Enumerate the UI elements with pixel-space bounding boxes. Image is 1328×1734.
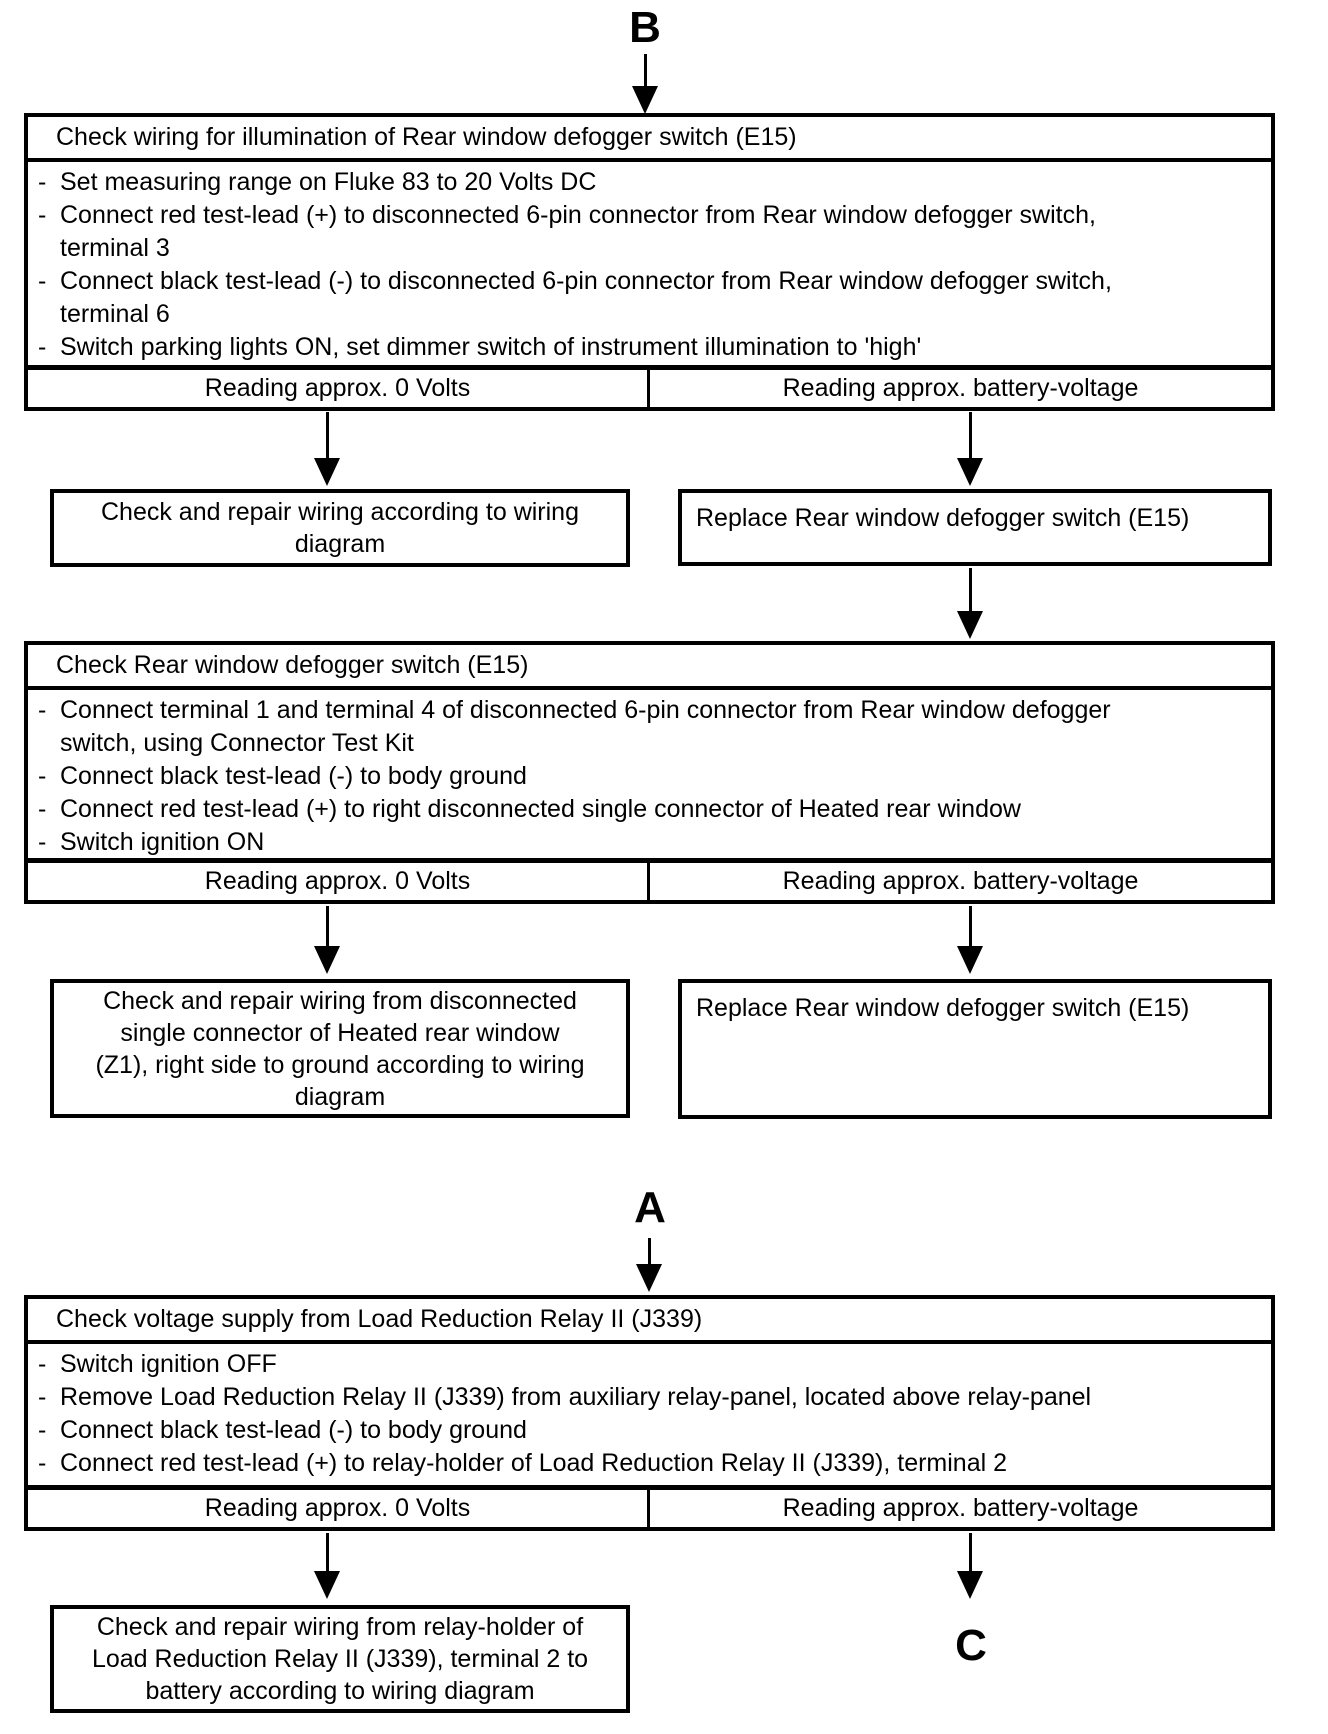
action-replace-defogger-switch-2: Replace Rear window defogger switch (E15…: [678, 979, 1272, 1119]
test-steps: - Set measuring range on Fluke 83 to 20 …: [28, 162, 1271, 365]
test-step: - Connect red test-lead (+) to right dis…: [38, 793, 1263, 826]
arrow-reading2-right-stem: [969, 906, 972, 948]
readings-row: Reading approx. 0 Volts Reading approx. …: [28, 858, 1271, 900]
readings-row: Reading approx. 0 Volts Reading approx. …: [28, 1485, 1271, 1527]
step-text: Connect red test-lead (+) to disconnecte…: [60, 201, 1096, 262]
bullet-marker: -: [38, 762, 47, 790]
arrow-reading3-right-stem: [969, 1533, 972, 1573]
reading-result-0-volts: Reading approx. 0 Volts: [28, 1490, 650, 1527]
arrow-reading1-left-stem: [326, 412, 329, 460]
test-block-illumination-wiring: Check wiring for illumination of Rear wi…: [24, 113, 1275, 411]
reading-result-battery-voltage: Reading approx. battery-voltage: [782, 1494, 1139, 1522]
test-step: - Remove Load Reduction Relay II (J339) …: [38, 1381, 1263, 1414]
arrow-reading1-right-head: [957, 458, 983, 486]
test-block-defogger-switch: Check Rear window defogger switch (E15) …: [24, 641, 1275, 904]
connector-a-label: A: [634, 1183, 666, 1232]
step-text: Connect red test-lead (+) to relay-holde…: [60, 1449, 1008, 1477]
test-step: - Connect terminal 1 and terminal 4 of d…: [38, 694, 1263, 760]
arrow-reading2-left-stem: [326, 906, 329, 948]
step-text: Switch ignition ON: [60, 828, 265, 856]
step-text: Connect red test-lead (+) to right disco…: [60, 795, 1021, 823]
step-text: Connect terminal 1 and terminal 4 of dis…: [60, 696, 1111, 757]
bullet-marker: -: [38, 828, 47, 856]
test-step: - Switch parking lights ON, set dimmer s…: [38, 331, 1263, 364]
test-step: - Switch ignition ON: [38, 826, 1263, 858]
step-text: Switch ignition OFF: [60, 1350, 277, 1378]
arrow-a-stem: [648, 1238, 651, 1266]
action-check-repair-relay-wiring: Check and repair wiring from relay-holde…: [50, 1605, 630, 1713]
bullet-marker: -: [38, 168, 47, 196]
action-replace-defogger-switch: Replace Rear window defogger switch (E15…: [678, 489, 1272, 566]
block-title: Check wiring for illumination of Rear wi…: [28, 117, 1271, 162]
arrow-reading3-left-stem: [326, 1533, 329, 1573]
step-text: Connect black test-lead (-) to disconnec…: [60, 267, 1112, 328]
bullet-marker: -: [38, 1383, 47, 1411]
block-title: Check Rear window defogger switch (E15): [28, 645, 1271, 690]
test-step: - Connect red test-lead (+) to relay-hol…: [38, 1447, 1263, 1480]
test-step: - Connect black test-lead (-) to disconn…: [38, 265, 1263, 331]
arrow-reading1-left-head: [314, 458, 340, 486]
test-step: - Connect black test-lead (-) to body gr…: [38, 760, 1263, 793]
arrow-reading2-right-head: [957, 946, 983, 974]
bullet-marker: -: [38, 1449, 47, 1477]
arrow-reading3-right-head: [957, 1571, 983, 1599]
step-text: Remove Load Reduction Relay II (J339) fr…: [60, 1383, 1092, 1411]
test-steps: - Switch ignition OFF - Remove Load Redu…: [28, 1344, 1271, 1485]
reading-result-0-volts: Reading approx. 0 Volts: [28, 370, 650, 407]
step-text: Switch parking lights ON, set dimmer swi…: [60, 333, 922, 361]
action-check-repair-heated-rear-window-wiring: Check and repair wiring from disconnecte…: [50, 979, 630, 1118]
test-step: - Connect red test-lead (+) to disconnec…: [38, 199, 1263, 265]
test-step: - Connect black test-lead (-) to body gr…: [38, 1414, 1263, 1447]
bullet-marker: -: [38, 1416, 47, 1444]
bullet-marker: -: [38, 1350, 47, 1378]
arrow-reading1-right-stem: [969, 412, 972, 460]
bullet-marker: -: [38, 267, 47, 295]
bullet-marker: -: [38, 201, 47, 229]
bullet-marker: -: [38, 333, 47, 361]
arrow-b-stem: [644, 54, 647, 90]
test-block-load-reduction-relay: Check voltage supply from Load Reduction…: [24, 1295, 1275, 1531]
reading-result-battery-voltage: Reading approx. battery-voltage: [782, 867, 1139, 895]
step-text: Connect black test-lead (-) to body grou…: [60, 762, 527, 790]
arrow-reading2-left-head: [314, 946, 340, 974]
step-text: Connect black test-lead (-) to body grou…: [60, 1416, 527, 1444]
arrow-reading3-left-head: [314, 1571, 340, 1599]
reading-result-battery-voltage: Reading approx. battery-voltage: [782, 374, 1139, 402]
bullet-marker: -: [38, 696, 47, 724]
connector-c-label: C: [955, 1621, 987, 1670]
arrow-a-head: [636, 1264, 662, 1292]
readings-row: Reading approx. 0 Volts Reading approx. …: [28, 365, 1271, 407]
action-check-repair-wiring: Check and repair wiring according to wir…: [50, 489, 630, 567]
step-text: Set measuring range on Fluke 83 to 20 Vo…: [60, 168, 597, 196]
arrow-b-head: [632, 86, 658, 114]
reading-result-0-volts: Reading approx. 0 Volts: [28, 863, 650, 900]
test-step: - Set measuring range on Fluke 83 to 20 …: [38, 166, 1263, 199]
block-title: Check voltage supply from Load Reduction…: [28, 1299, 1271, 1344]
arrow-to-block2-stem: [969, 568, 972, 613]
connector-b-label: B: [629, 3, 661, 52]
test-step: - Switch ignition OFF: [38, 1348, 1263, 1381]
arrow-to-block2-head: [957, 611, 983, 639]
bullet-marker: -: [38, 795, 47, 823]
test-steps: - Connect terminal 1 and terminal 4 of d…: [28, 690, 1271, 858]
